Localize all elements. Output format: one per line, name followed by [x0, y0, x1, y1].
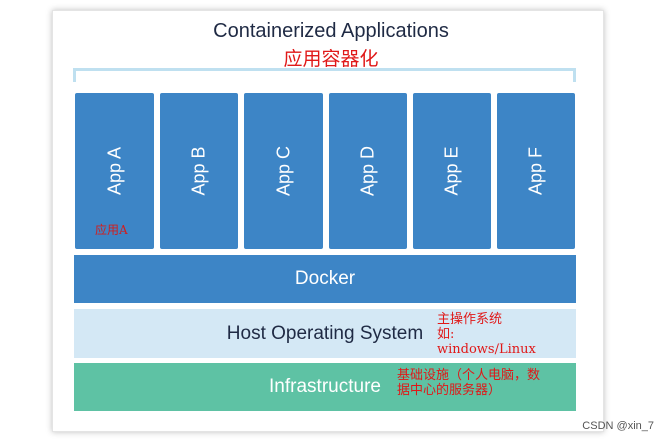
watermark: CSDN @xin_7 — [582, 420, 654, 432]
infrastructure-annotation: 基础设施（个人电脑，数 据中心的服务器） — [397, 368, 540, 398]
app-d-box: App D — [329, 93, 407, 249]
app-b-label: App B — [188, 146, 209, 196]
infra-annotation-line-2: 据中心的服务器） — [397, 383, 502, 398]
docker-label: Docker — [294, 268, 356, 289]
app-c-box: App C — [244, 93, 323, 249]
host-annotation-line-3: windows/Linux — [437, 342, 536, 357]
app-e-box: App E — [413, 93, 491, 249]
app-a-box: App A — [75, 93, 154, 249]
docker-layer: Docker — [74, 255, 576, 303]
app-f-box: App F — [497, 93, 575, 249]
app-f-label: App F — [525, 146, 546, 196]
app-a-label: App A — [104, 146, 124, 196]
host-os-label: Host Operating System — [226, 322, 424, 344]
host-os-layer: Host Operating System — [74, 309, 576, 358]
infrastructure-layer: Infrastructure — [74, 363, 576, 411]
host-annotation-line-2: 如: — [437, 327, 455, 342]
app-a-annotation: 应用A — [95, 223, 128, 237]
apps-bracket — [73, 68, 576, 82]
app-d-label: App D — [357, 145, 378, 197]
host-os-annotation: 主操作系统 如: windows/Linux — [437, 312, 536, 357]
diagram-title: Containerized Applications — [213, 20, 449, 42]
app-e-label: App E — [441, 146, 462, 196]
app-c-label: App C — [273, 145, 293, 197]
infrastructure-label: Infrastructure — [269, 376, 381, 397]
host-annotation-line-1: 主操作系统 — [437, 312, 503, 327]
app-b-box: App B — [160, 93, 238, 249]
infra-annotation-line-1: 基础设施（个人电脑，数 — [397, 368, 541, 383]
diagram-title-chinese: 应用容器化 — [283, 48, 379, 70]
